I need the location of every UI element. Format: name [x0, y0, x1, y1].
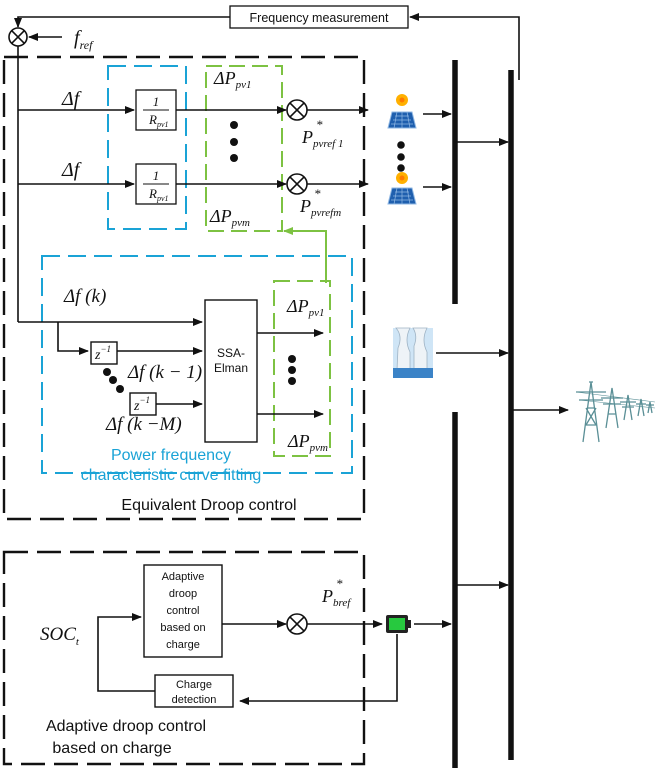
delta-f-label-1: Δf — [61, 88, 82, 110]
pv-delta-green-box — [205, 65, 283, 232]
svg-text:*: * — [314, 186, 321, 201]
pv-gain-blue-box — [107, 65, 187, 230]
ellipsis-dot — [397, 153, 405, 161]
svg-text:detection: detection — [172, 694, 217, 706]
ellipsis-dot — [103, 368, 111, 376]
fitting-output-green-box — [273, 280, 331, 457]
ellipsis-dot — [288, 355, 296, 363]
svg-text:droop: droop — [169, 588, 197, 600]
frequency-measurement-block: Frequency measurement — [229, 5, 409, 29]
out-delta-p-pv1-label: ΔPpv1 — [286, 296, 324, 319]
delta-f-label-2: Δf — [61, 159, 82, 181]
ellipsis-dot — [230, 138, 238, 146]
reference-summing-junction — [8, 27, 28, 47]
unit-delay-block-m: z−1 — [129, 392, 157, 416]
droop-gain-block-1: 1 Rpv1 — [135, 89, 177, 131]
delta-f-k-m-label: Δf (k −M) — [105, 414, 182, 435]
ellipsis-dot — [230, 154, 238, 162]
equivalent-droop-label: Equivalent Droop control — [121, 497, 296, 514]
svg-text:*: * — [316, 117, 323, 132]
pv-summing-junction-m — [286, 173, 308, 195]
svg-text:charge: charge — [166, 639, 200, 651]
svg-text:z−1: z−1 — [94, 344, 111, 363]
ellipsis-dot — [230, 121, 238, 129]
fitted-delta-p-feedback — [283, 227, 327, 283]
pv-summing-junction-1 — [286, 99, 308, 121]
p-pvref1-label: Ppvref 1 — [301, 127, 343, 150]
delta-p-pvm-label: ΔPpvm — [209, 206, 250, 229]
charge-detection-block: Charge detection — [154, 674, 234, 708]
soc-label: SOCt — [40, 624, 80, 648]
ellipsis-dot — [109, 376, 117, 384]
delta-f-k-label: Δf (k) — [63, 286, 106, 307]
svg-text:1: 1 — [153, 168, 160, 183]
fitting-caption-line2: characteristic curve fitting — [81, 467, 262, 484]
svg-text:Rpv1: Rpv1 — [148, 186, 169, 203]
curve-fitting-blue-box — [41, 255, 353, 474]
power-plant-icon — [393, 327, 433, 378]
svg-text:1: 1 — [153, 94, 160, 109]
delta-f-k-1-label: Δf (k − 1) — [127, 362, 202, 383]
f-ref-label: fref — [74, 27, 94, 52]
out-delta-p-pvm-label: ΔPpvm — [287, 431, 328, 454]
solar-panel-icon — [387, 94, 417, 129]
svg-text:Adaptive: Adaptive — [162, 571, 205, 583]
svg-text:*: * — [336, 576, 343, 591]
svg-text:SSA-: SSA- — [217, 346, 245, 360]
delta-p-pv1-label: ΔPpv1 — [213, 68, 251, 91]
battery-icon — [386, 615, 411, 633]
adaptive-droop-label-line2: based on charge — [52, 740, 171, 757]
adaptive-droop-label-line1: Adaptive droop control — [46, 718, 206, 735]
ellipsis-dot — [288, 366, 296, 374]
svg-text:Elman: Elman — [214, 361, 248, 375]
ellipsis-dot — [397, 141, 405, 149]
battery-summing-junction — [286, 613, 308, 635]
p-bref-label: Pbref — [321, 586, 352, 609]
svg-text:Rpv1: Rpv1 — [148, 112, 169, 129]
adaptive-droop-block: Adaptive droop control based on charge — [143, 564, 223, 658]
p-pvrefm-label: Ppvrefm — [299, 196, 341, 219]
svg-text:Charge: Charge — [176, 679, 212, 691]
unit-delay-block-1: z−1 — [90, 341, 118, 365]
ssa-elman-block: SSA- Elman — [204, 299, 258, 443]
ellipsis-dot — [116, 385, 124, 393]
frequency-measurement-label: Frequency measurement — [250, 11, 389, 25]
svg-text:control: control — [166, 605, 199, 617]
svg-text:z−1: z−1 — [133, 395, 150, 414]
equivalent-droop-boundary — [2, 55, 366, 521]
adaptive-droop-boundary — [2, 550, 366, 766]
transmission-tower-icon — [575, 381, 656, 443]
solar-panel-icon — [387, 172, 417, 205]
ellipsis-dot — [288, 377, 296, 385]
svg-text:based on: based on — [160, 622, 205, 634]
fitting-caption-line1: Power frequency — [111, 447, 231, 464]
ellipsis-dot — [397, 164, 405, 172]
droop-gain-block-2: 1 Rpv1 — [135, 163, 177, 205]
